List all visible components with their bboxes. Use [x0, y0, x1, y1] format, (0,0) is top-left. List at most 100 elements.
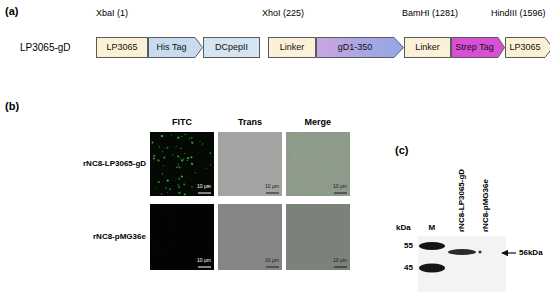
fluorescent-spot	[209, 152, 211, 154]
fluorescent-spot	[178, 178, 179, 179]
restriction-site: BamHI (1281)	[402, 9, 458, 19]
western-blot	[418, 236, 516, 292]
fluorescent-spot	[322, 140, 324, 142]
size-marker: 55	[404, 242, 413, 251]
fluorescent-spot	[185, 134, 186, 135]
box-shape	[97, 38, 148, 58]
row-label: rNC8-pMG36e	[93, 233, 146, 242]
fluorescent-spot	[159, 146, 161, 148]
fluorescent-spot	[191, 142, 193, 144]
fluorescent-spot	[286, 162, 288, 164]
fluorescent-spot	[324, 156, 325, 157]
fluorescent-spot	[292, 151, 294, 153]
fluorescent-spot	[187, 160, 188, 161]
element-name: DCpepII	[203, 37, 260, 58]
fluorescent-spot	[191, 186, 192, 187]
peptide-box: DCpepII	[203, 37, 260, 58]
fluorescent-spot	[167, 179, 169, 181]
fluorescent-spot	[192, 142, 194, 144]
fluorescent-spot	[163, 156, 165, 158]
fluorescent-spot	[166, 212, 167, 213]
box-shape	[269, 38, 316, 58]
fluorescent-spot	[157, 159, 159, 161]
element-name: Linker	[404, 37, 451, 58]
fluorescent-spot	[184, 153, 185, 154]
fluorescent-spot	[333, 190, 335, 192]
gene-arrow: gD1-350	[316, 37, 404, 58]
restriction-site: XhoI (225)	[262, 9, 304, 19]
fluorescent-spot	[209, 243, 210, 244]
fluorescent-spot	[288, 166, 289, 167]
fluorescent-spot	[166, 147, 168, 149]
fluorescent-spot	[178, 164, 179, 165]
arrow-shape	[317, 38, 404, 58]
fluorescent-spot	[181, 176, 183, 178]
fluorescent-spot	[178, 186, 180, 188]
blot-speck	[479, 251, 482, 254]
fluorescent-spot	[176, 166, 178, 168]
fluorescent-spot	[169, 188, 171, 190]
fluorescent-spot	[317, 146, 319, 148]
column-header: FITC	[172, 118, 192, 128]
fluorescent-spot	[287, 171, 288, 172]
fluorescent-spot	[172, 154, 173, 155]
fluorescent-spot	[162, 151, 163, 152]
box-shape	[405, 38, 451, 58]
marker-band	[419, 264, 445, 273]
scale-bar	[334, 193, 347, 194]
fluorescent-spot	[163, 165, 164, 166]
fluorescent-spot	[167, 192, 168, 193]
fluorescent-spot	[190, 156, 192, 158]
fluorescent-spot	[154, 154, 155, 155]
protein-band	[448, 249, 476, 255]
lane-label: rNC8-LP3065-gD	[458, 169, 467, 232]
column-header: Merge	[305, 118, 332, 128]
scale-label: 10 μm	[197, 184, 211, 190]
fluorescent-spot	[305, 147, 307, 149]
fluorescent-spot	[187, 157, 189, 159]
fluorescent-spot	[153, 158, 155, 160]
micrograph-panels	[150, 132, 350, 270]
element-name: LP3065	[505, 37, 550, 58]
scale-label: 10 μm	[333, 184, 347, 190]
scale-label: 10 μm	[333, 258, 347, 264]
fluorescent-spot	[183, 159, 184, 160]
fluorescent-spot	[210, 164, 211, 165]
fluorescent-spot	[161, 193, 163, 195]
tag-arrow: Strep Tag	[451, 37, 505, 58]
fluorescent-spot	[183, 183, 185, 185]
fluorescent-spot	[296, 189, 298, 191]
scale-label: 10 μm	[197, 258, 211, 264]
fluorescent-spot	[153, 155, 155, 157]
fluorescent-spot	[152, 142, 154, 144]
arrow-shape	[452, 38, 505, 58]
scale-bar	[266, 267, 279, 268]
scale-label: 10 μm	[265, 184, 279, 190]
fluorescent-spot	[178, 192, 180, 194]
panel-letter: (a)	[5, 5, 18, 17]
row-label: rNC8-LP3065-gD	[83, 160, 146, 169]
element-name: His Tag	[148, 37, 203, 58]
band-arrow	[502, 252, 516, 253]
restriction-site: HindIII (1596)	[491, 9, 546, 19]
tag-arrow: His Tag	[148, 37, 203, 58]
fluorescent-spot	[307, 167, 309, 169]
fluorescent-spot	[328, 192, 330, 194]
trans-panel	[218, 132, 282, 196]
fluorescent-spot	[301, 135, 302, 136]
fluorescent-spot	[161, 135, 162, 136]
fluorescent-spot	[325, 166, 326, 167]
fluorescent-spot	[315, 142, 317, 144]
fluorescent-spot	[335, 176, 336, 177]
fluorescent-spot	[307, 146, 309, 148]
fluorescent-spot	[346, 170, 347, 171]
fluorescent-spot	[321, 146, 323, 148]
fluorescent-spot	[177, 136, 179, 138]
scale-bar	[266, 193, 279, 194]
fluorescent-spot	[154, 245, 155, 246]
marker-band	[419, 242, 445, 250]
fluorescent-spot	[322, 189, 323, 190]
fluorescent-spot	[195, 172, 196, 173]
scale-bar	[198, 267, 211, 268]
